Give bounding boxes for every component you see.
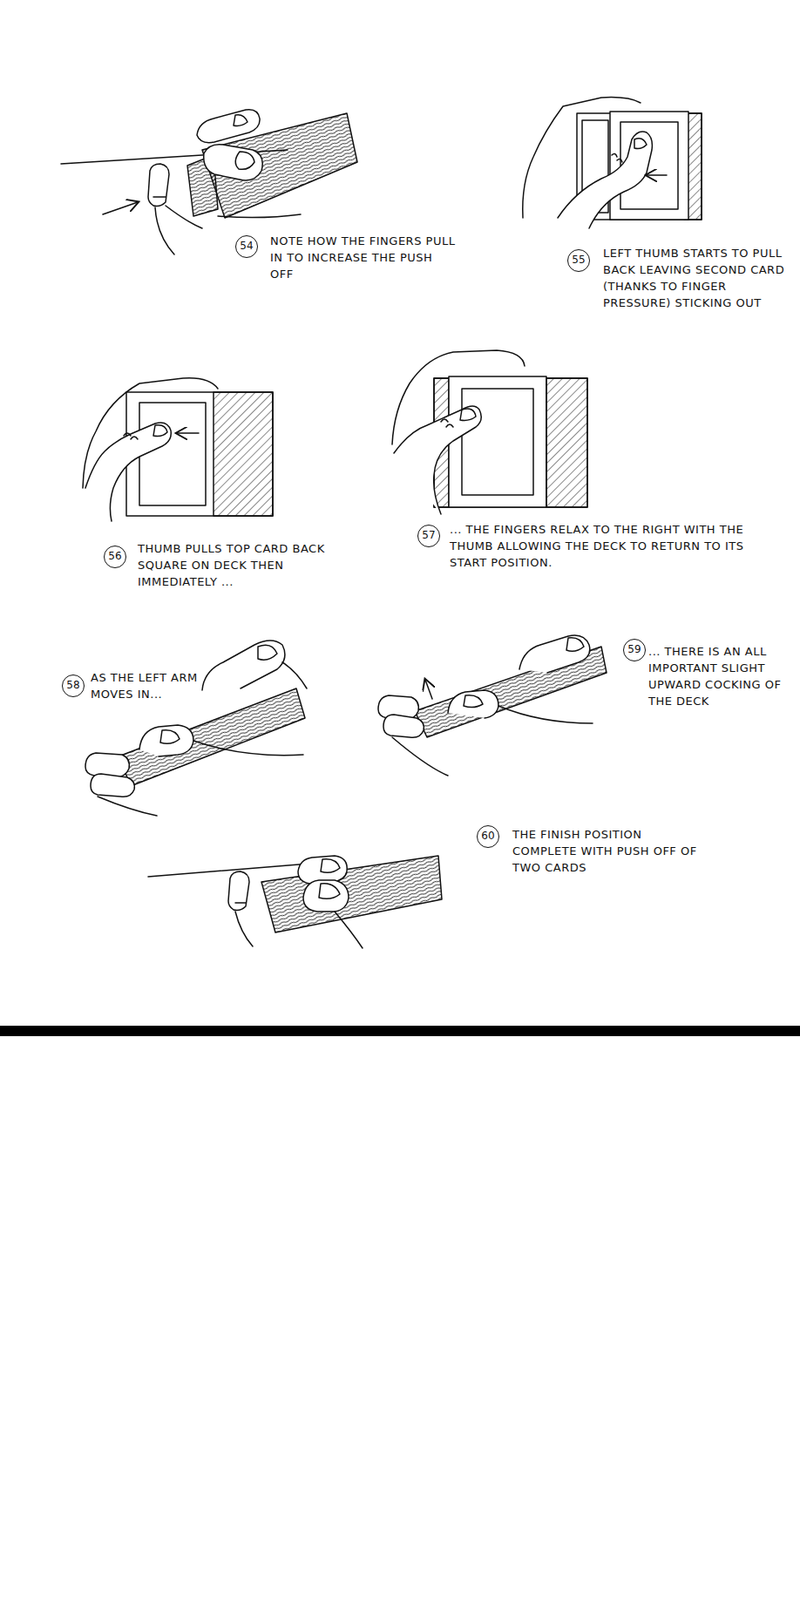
- callout-number: 59: [623, 638, 646, 662]
- step-caption: NOTE HOW THE FINGERS PULL IN TO INCREASE…: [270, 232, 458, 283]
- callout-number: 58: [61, 674, 85, 698]
- step-caption: ... THE FINGERS RELAX TO THE RIGHT WITH …: [449, 521, 746, 571]
- callout-number: 55: [567, 249, 590, 272]
- step-caption: THE FINISH POSITION COMPLETE WITH PUSH O…: [512, 826, 705, 876]
- callout-number: 60: [476, 825, 500, 848]
- callout-number: 56: [103, 545, 127, 569]
- step-caption: LEFT THUMB STARTS TO PULL BACK LEAVING S…: [603, 244, 791, 312]
- step-caption: ... THERE IS AN ALL IMPORTANT SLIGHT UPW…: [648, 643, 792, 710]
- callout-number: 57: [417, 524, 441, 548]
- callout-number: 54: [235, 235, 258, 258]
- divider-bar: [0, 1025, 800, 1037]
- step-caption: THUMB PULLS TOP CARD BACK SQUARE ON DECK…: [137, 540, 343, 590]
- step-caption: AS THE LEFT ARM MOVES IN...: [90, 669, 222, 703]
